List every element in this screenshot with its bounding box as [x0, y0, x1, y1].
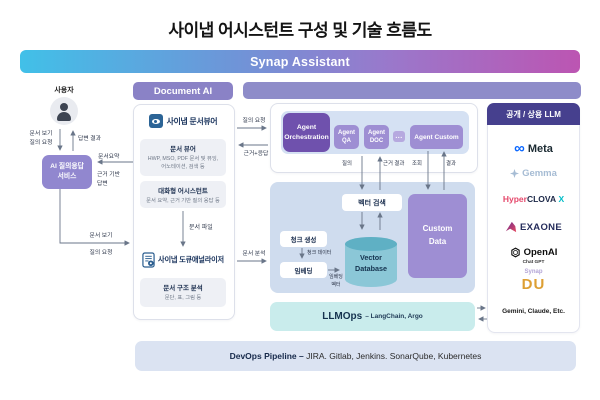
openai-mark-icon: [510, 247, 520, 257]
analyzer-title: 사이냅 도큐애널라이저: [158, 255, 224, 264]
user-label: 사용자: [54, 87, 74, 94]
person-icon: [60, 103, 68, 111]
synap-label-row: Synap: [488, 268, 579, 276]
document-ai-header: Document AI: [133, 82, 233, 100]
analyzer-box-title: 문서 구조 분석: [163, 285, 203, 292]
du-logo-row: DU: [488, 275, 579, 294]
label-view-request: 문서 보기 질의 요청: [29, 131, 53, 146]
agent-more-node: ...: [393, 131, 405, 142]
llmops-detail: – LangChain, Argo: [365, 313, 423, 320]
llmops-bar: LLMOps – LangChain, Argo: [270, 302, 475, 331]
hyperclova-part3: X: [556, 194, 565, 204]
label-answer-result: 답변 결과: [78, 136, 101, 142]
llm-panel-header: 공개 / 상용 LLM: [487, 103, 580, 125]
vector-search-node: 벡터 검색: [342, 194, 402, 211]
assistant-box-desc: 문서 요약, 근거 기반 질의 응답 등: [146, 198, 220, 204]
vector-database-label: Vector Database: [355, 253, 387, 273]
other-llms-row: Gemini, Claude, Etc.: [488, 306, 579, 316]
devops-tools: JIRA. Gitlab, Jenkins. SonarQube, Kubern…: [306, 351, 482, 361]
meta-wordmark: Meta: [527, 143, 553, 155]
banner-label: Synap Assistant: [250, 54, 350, 69]
du-wordmark: DU: [521, 276, 546, 293]
eye-icon-pupil: [154, 119, 158, 123]
analyzer-title-row: 사이냅 도큐애널라이저: [137, 252, 229, 268]
agent-qa-node: Agent QA: [334, 125, 359, 149]
agent-section-header-bar: [243, 82, 581, 99]
label-query: 질의: [342, 161, 352, 167]
assistant-feature-box: 대화형 어시스턴트 문서 요약, 근거 기반 질의 응답 등: [140, 181, 226, 208]
custom-data-node: Custom Data: [408, 194, 467, 278]
page-title: 사이냅 어시스턴트 구성 및 기술 흐름도: [168, 21, 432, 40]
llmops-name: LLMOps: [322, 311, 363, 322]
vector-database-cylinder: Vector Database: [343, 236, 399, 288]
label-chunk-data: 청크 데이터: [307, 250, 332, 256]
llm-panel: 공개 / 상용 LLM ∞ Meta Gemma Hyper CLOVA X E…: [487, 103, 580, 333]
hyperclova-logo: Hyper CLOVA X: [488, 193, 579, 205]
viewer-title: 사이냅 문서뷰어: [166, 116, 218, 126]
exaone-wordmark: EXAONE: [520, 221, 562, 233]
hyperclova-part1: Hyper: [502, 194, 527, 204]
embedding-node: 임베딩: [280, 262, 327, 278]
label-embedding-vector: 임베딩 벡터: [329, 274, 343, 288]
person-icon-body: [57, 112, 71, 121]
gemma-logo: Gemma: [488, 166, 579, 180]
openai-logo: OpenAI: [488, 245, 579, 259]
devops-pipeline-bar: DevOps Pipeline – JIRA. Gitlab, Jenkins.…: [135, 341, 576, 371]
viewer-feature-box: 문서 뷰어 HWP, MSO, PDF 문서 및 뷰잉, 어노테이션, 검색 등: [140, 139, 226, 176]
analyzer-box-desc: 문단, 표, 그림 등: [164, 295, 202, 301]
label-query-request: 질의 요청: [89, 250, 113, 256]
openai-wordmark: OpenAI: [523, 246, 558, 258]
eye-icon: [148, 114, 163, 128]
viewer-title-row: 사이냅 문서뷰어: [139, 114, 227, 128]
label-doc-analysis: 문서 분석: [242, 251, 266, 257]
label-evidence-result: 근거 결과: [383, 161, 405, 167]
exaone-mark-icon: [505, 221, 517, 233]
gemma-wordmark: Gemma: [522, 167, 557, 179]
devops-title: DevOps Pipeline –: [229, 351, 307, 361]
agent-custom-node: Agent Custom: [410, 125, 463, 149]
label-lookup: 조회: [412, 161, 422, 167]
label-agent-query-request: 질의 요청: [242, 118, 266, 124]
label-doc-file: 문서 파일: [189, 225, 213, 231]
hyperclova-part2: CLOVA: [526, 194, 557, 204]
viewer-box-desc: HWP, MSO, PDF 문서 및 뷰잉, 어노테이션, 검색 등: [147, 156, 219, 171]
assistant-box-title: 대화형 어시스턴트: [158, 188, 208, 195]
label-agent-evidence-answer: 근거+응답: [243, 151, 269, 157]
analyzer-feature-box: 문서 구조 분석 문단, 표, 그림 등: [140, 278, 226, 307]
chatgpt-label: Chat GPT: [522, 260, 545, 265]
chunk-gen-node: 청크 생성: [280, 231, 327, 247]
synap-label: Synap: [524, 269, 543, 275]
label-doc-summary: 문서요약: [98, 154, 120, 160]
exaone-logo: EXAONE: [488, 219, 579, 235]
label-doc-view: 문서 보기: [89, 233, 113, 239]
user-avatar: [50, 97, 78, 125]
label-result: 결과: [446, 161, 456, 167]
gemma-sparkle-icon: [510, 168, 520, 178]
ai-qa-service-node: AI 질의응답 서비스: [42, 155, 92, 189]
agent-doc-node: Agent DOC: [364, 125, 389, 149]
meta-logo: ∞ Meta: [488, 140, 579, 158]
database-icon: [345, 237, 397, 287]
viewer-box-title: 문서 뷰어: [170, 146, 196, 153]
chatgpt-label-row: Chat GPT: [488, 259, 579, 266]
other-llms-label: Gemini, Claude, Etc.: [502, 307, 565, 315]
document-analyzer-icon: [142, 252, 155, 268]
synap-assistant-banner: Synap Assistant: [20, 50, 580, 73]
label-evidence-answer: 근거 기반 답변: [97, 172, 120, 187]
agent-orchestration-node: Agent Orchestration: [283, 113, 330, 152]
meta-infinity-icon: ∞: [514, 139, 525, 157]
